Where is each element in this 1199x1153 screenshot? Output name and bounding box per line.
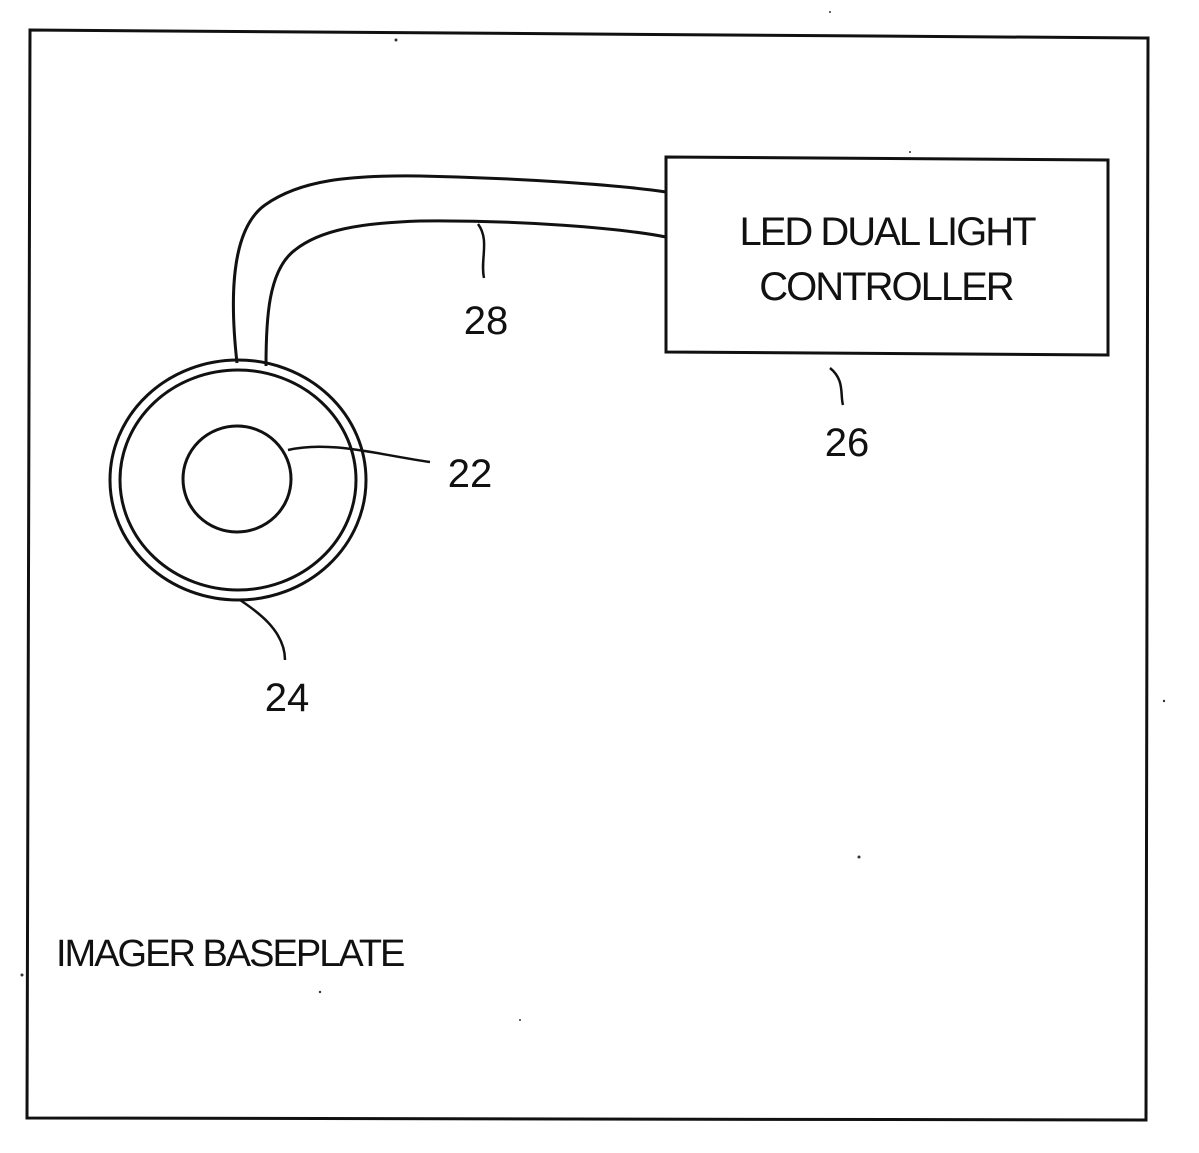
leader-line-26 <box>830 368 843 405</box>
controller-box <box>666 157 1108 355</box>
controller-label-line1: LED DUAL LIGHT <box>739 210 1036 254</box>
baseplate-label: IMAGER BASEPLATE <box>56 933 404 975</box>
ref-number-28: 28 <box>464 299 509 343</box>
leader-line-24 <box>240 600 285 660</box>
light-source-circle <box>183 426 291 532</box>
ref-number-26: 26 <box>825 421 870 465</box>
controller-label-line2: CONTROLLER <box>759 265 1013 309</box>
ref-number-22: 22 <box>448 452 493 496</box>
cable-inner-line <box>266 221 666 366</box>
leader-line-28 <box>478 224 484 278</box>
leader-line-22 <box>288 447 430 462</box>
scan-specks <box>21 11 1166 1021</box>
cable-outer-line <box>233 176 666 363</box>
ring-inner <box>120 370 356 590</box>
ref-number-24: 24 <box>265 676 310 720</box>
ring-outer <box>110 360 366 600</box>
